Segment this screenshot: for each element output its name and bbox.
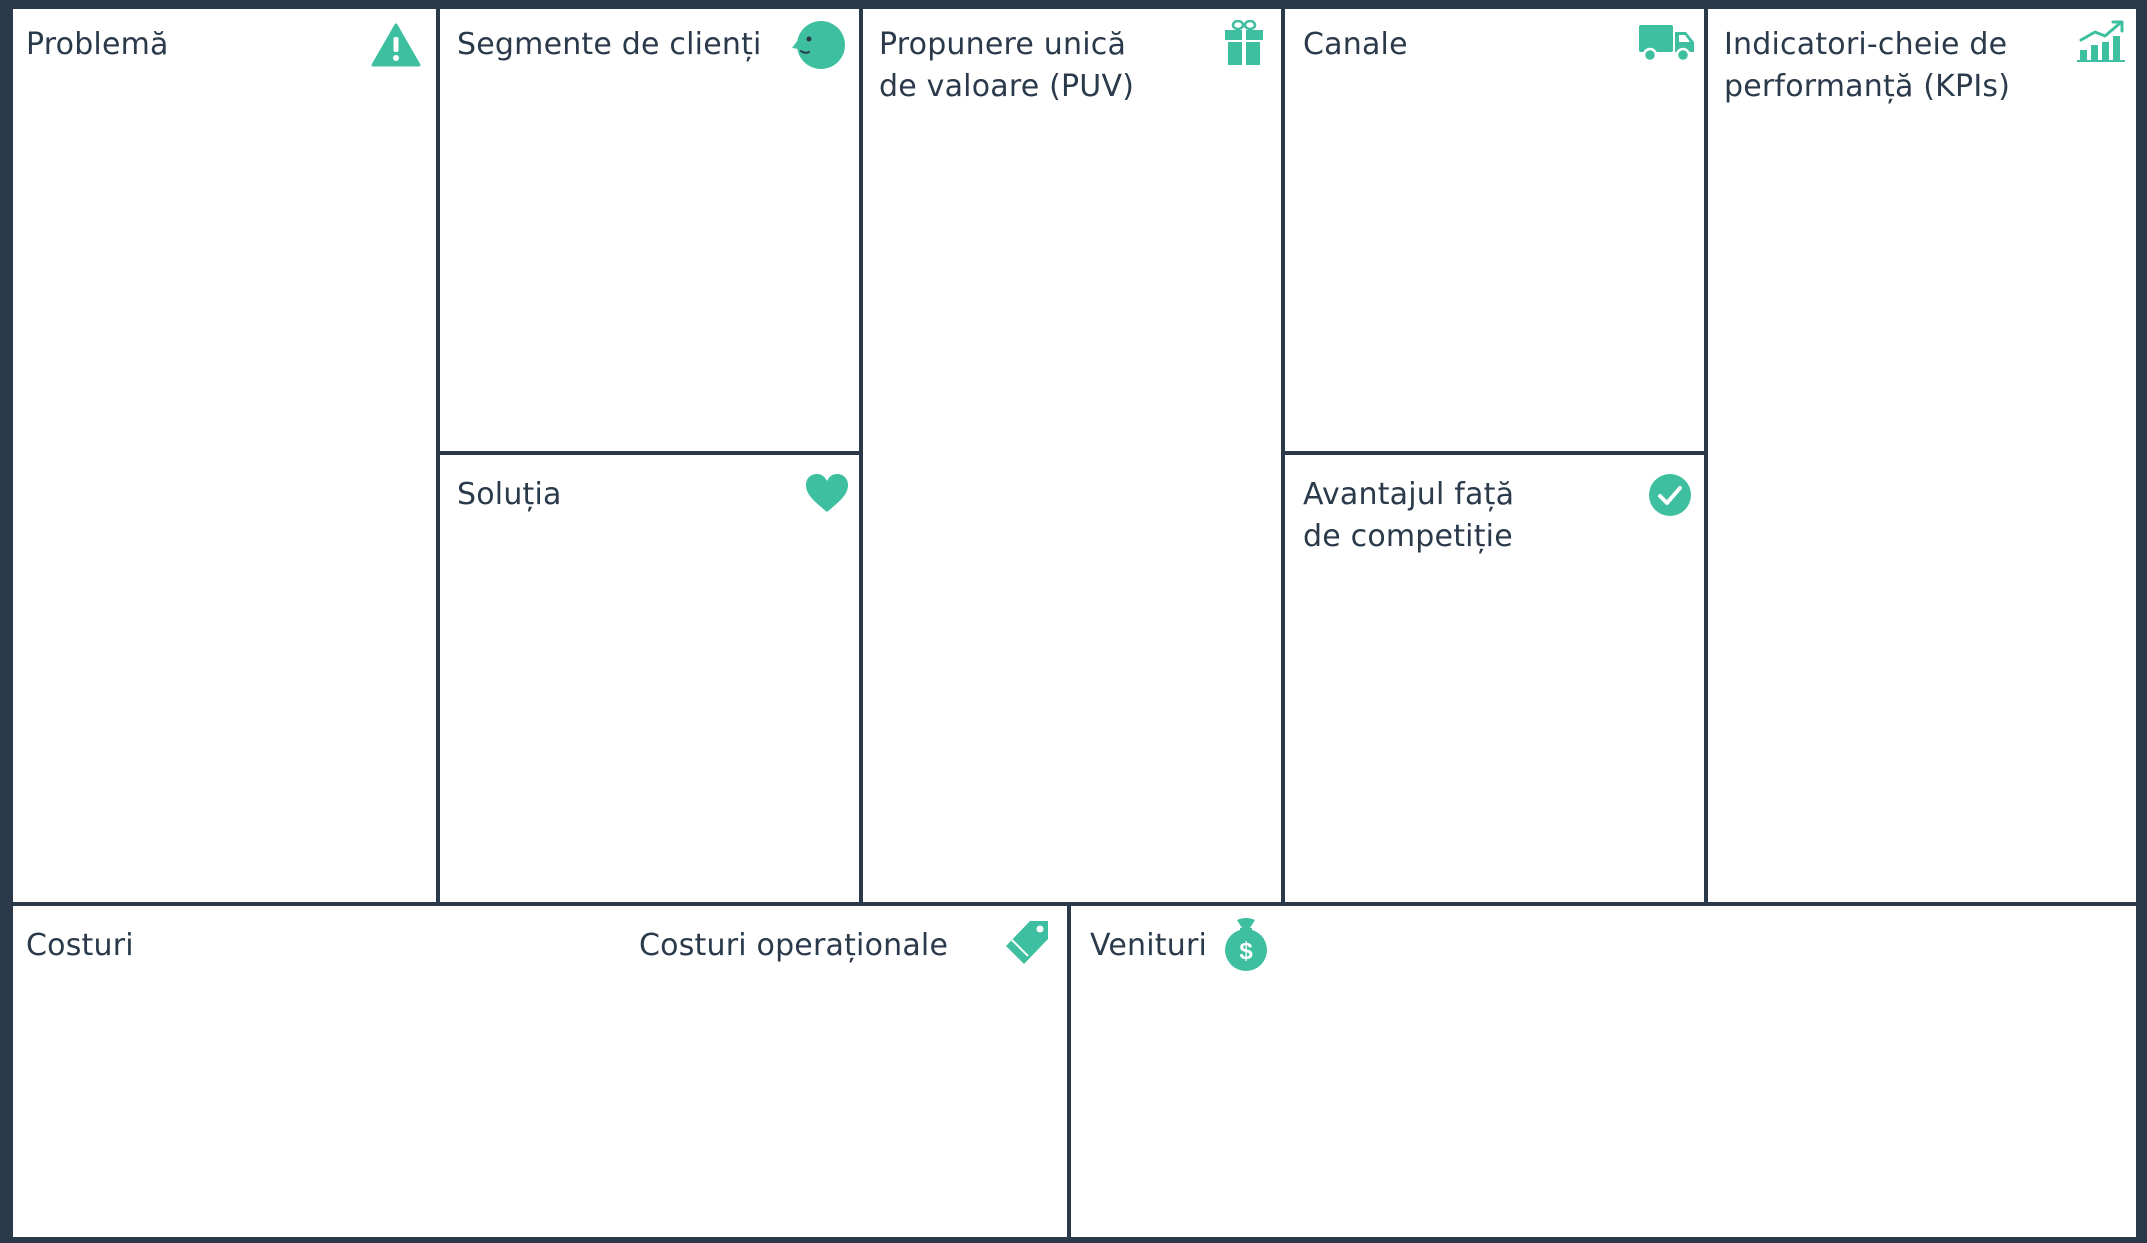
divider-costs-revenue — [1067, 902, 1071, 1237]
check-circle-icon — [1648, 473, 1692, 517]
divider-uvp-channels — [1281, 9, 1285, 906]
customer-face-icon — [792, 20, 848, 70]
costs-title: Costuri — [26, 928, 134, 963]
growth-chart-icon — [2077, 20, 2127, 62]
kpi-title-line1: Indicatori-cheie de — [1724, 27, 2008, 62]
price-tag-icon — [1004, 918, 1052, 968]
costs-subtitle: Costuri operaționale — [639, 928, 949, 963]
kpi-title-line2: performanță (KPIs) — [1724, 69, 2011, 104]
divider-top-bottom — [13, 902, 2136, 906]
truck-icon — [1638, 22, 1696, 64]
uvp-title-line1: Propunere unică — [879, 27, 1127, 62]
solution-title: Soluția — [457, 477, 562, 512]
svg-text:$: $ — [1239, 938, 1253, 965]
divider-segments-uvp — [859, 9, 863, 906]
uvp-title-line2: de valoare (PUV) — [879, 69, 1135, 104]
advantage-title-line1: Avantajul față — [1303, 477, 1515, 512]
revenue-title: Venituri — [1090, 928, 1208, 963]
heart-icon — [805, 473, 849, 513]
divider-channels-kpi — [1704, 9, 1708, 906]
gift-icon — [1224, 20, 1264, 66]
money-bag-icon: $ — [1224, 916, 1268, 972]
channels-title: Canale — [1303, 27, 1408, 62]
warning-icon — [371, 23, 421, 67]
divider-channels-advantage — [1281, 451, 1708, 455]
problem-title: Problemă — [26, 27, 169, 62]
segments-title: Segmente de clienți — [457, 27, 762, 62]
divider-problem-segments — [436, 9, 440, 906]
advantage-title-line2: de competiție — [1303, 519, 1513, 554]
divider-segments-solution — [436, 451, 863, 455]
